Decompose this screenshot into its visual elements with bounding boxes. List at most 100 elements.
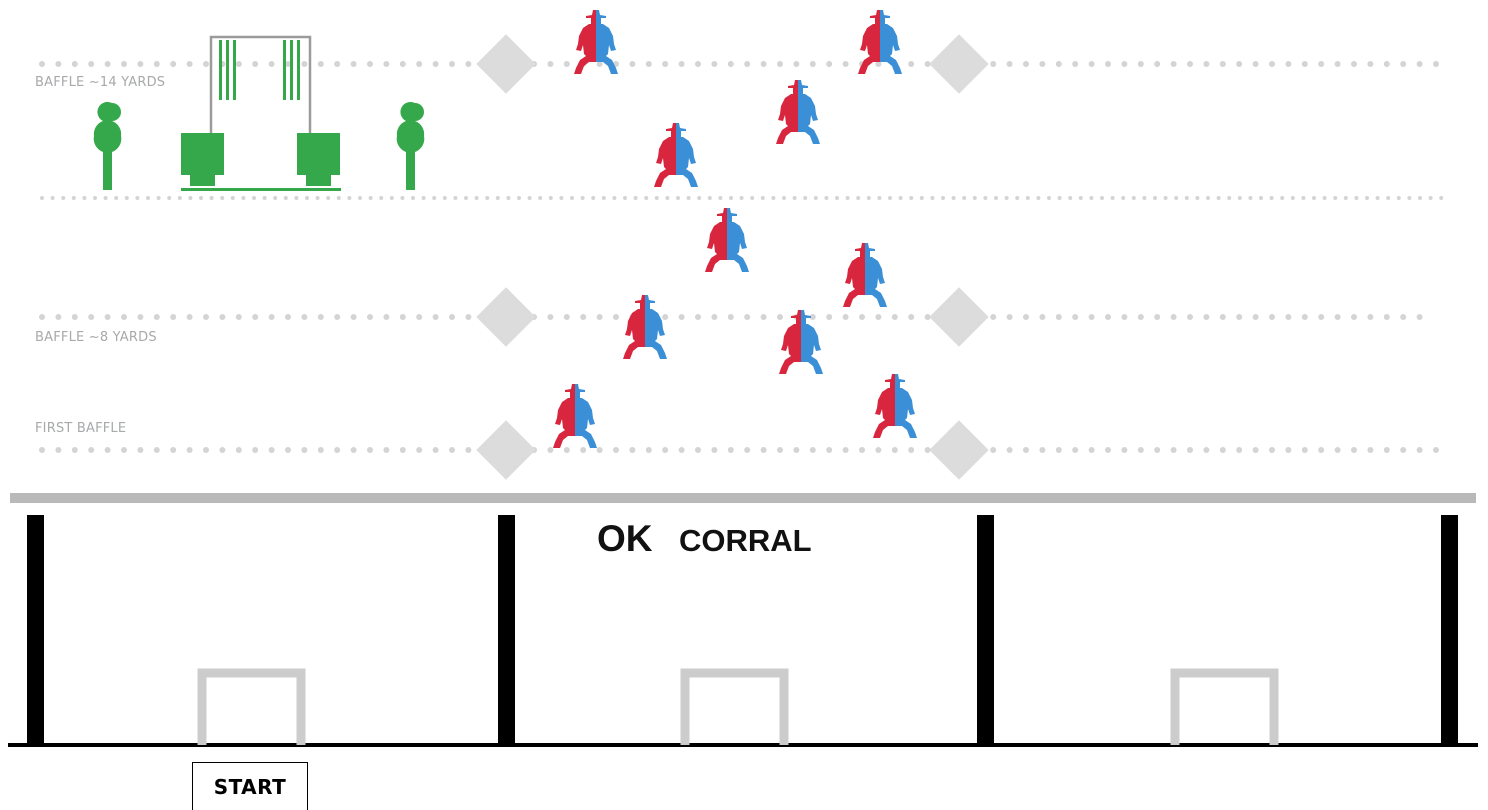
baffle-dot xyxy=(146,196,150,200)
baffle-dot xyxy=(1351,61,1357,67)
baffle-marker xyxy=(929,287,988,346)
cowboy-target xyxy=(779,310,823,374)
baffle-dot xyxy=(1121,447,1127,453)
baffle-dot xyxy=(679,61,685,67)
baffle-dot xyxy=(803,196,807,200)
baffle-dot xyxy=(875,447,881,453)
baffle-dot xyxy=(867,196,871,200)
baffle-dot xyxy=(1333,196,1337,200)
baffle-dot xyxy=(711,447,717,453)
baffle-dot xyxy=(72,61,78,67)
baffle-dot xyxy=(613,447,619,453)
baffle-dot xyxy=(859,314,865,320)
green-plate-target xyxy=(297,133,340,186)
baffle-dot xyxy=(104,196,108,200)
baffle-dot xyxy=(285,447,291,453)
baffle-dot xyxy=(358,196,362,200)
baffle-dot xyxy=(1238,196,1242,200)
baffle-dot xyxy=(1023,314,1029,320)
baffle-dot xyxy=(1302,61,1308,67)
baffle-dot xyxy=(334,314,340,320)
baffle-dot xyxy=(1072,314,1078,320)
baffle-dot xyxy=(400,314,406,320)
baffle-dot xyxy=(269,314,275,320)
baffle-dot xyxy=(629,61,635,67)
cowboy-target xyxy=(843,243,887,307)
first-baffle-label: FIRST BAFFLE xyxy=(35,421,126,436)
baffle-dot xyxy=(846,196,850,200)
baffle-dot xyxy=(1253,61,1259,67)
baffle-dot xyxy=(591,196,595,200)
baffle-dot xyxy=(316,196,320,200)
baffle-dot xyxy=(411,196,415,200)
baffle-dot xyxy=(1089,61,1095,67)
baffle-dot xyxy=(1248,196,1252,200)
baffle-dot xyxy=(1376,196,1380,200)
green-plate-target xyxy=(181,133,224,186)
baffle-dot xyxy=(1203,314,1209,320)
baffle-dot xyxy=(400,196,404,200)
baffle-dot xyxy=(679,447,685,453)
baffle-dot xyxy=(1270,196,1274,200)
baffle-dot xyxy=(1056,447,1062,453)
baffle-dot xyxy=(326,196,330,200)
baffle-dot xyxy=(1418,196,1422,200)
baffle-dot xyxy=(695,314,701,320)
baffle-dot xyxy=(39,61,45,67)
plate-rack-frame xyxy=(211,37,310,133)
baffle-dot xyxy=(629,447,635,453)
baffle-marker xyxy=(929,34,988,93)
baffle-dot xyxy=(952,196,956,200)
baffle-dot xyxy=(782,196,786,200)
baffle-dot xyxy=(718,196,722,200)
baffle-dot xyxy=(121,314,127,320)
baffle-dot xyxy=(973,196,977,200)
baffle-dot xyxy=(1285,61,1291,67)
cowboy-target xyxy=(776,80,820,144)
baffle-dot xyxy=(318,61,324,67)
baffle-dot xyxy=(1236,447,1242,453)
baffle-dot xyxy=(1056,61,1062,67)
baffle-dot xyxy=(1039,447,1045,453)
baffle-dot xyxy=(761,447,767,453)
baffle-dot xyxy=(188,196,192,200)
baffle-dot xyxy=(105,447,111,453)
baffle-dot xyxy=(187,447,193,453)
cowboy-target xyxy=(705,208,749,272)
green-silhouette-target xyxy=(94,102,122,190)
baffle-dot xyxy=(662,314,668,320)
baffle-dot xyxy=(1400,314,1406,320)
corral-top-wall xyxy=(10,493,1476,503)
baffle-dot xyxy=(1400,447,1406,453)
baffle-dot xyxy=(88,314,94,320)
baffle-dot xyxy=(449,61,455,67)
baffle-dot xyxy=(1354,196,1358,200)
baffle-dot xyxy=(1253,447,1259,453)
baffle-dot xyxy=(154,447,160,453)
baffle-dot xyxy=(634,196,638,200)
baffle-dot xyxy=(877,196,881,200)
baffle-dot xyxy=(284,196,288,200)
baffle-dot xyxy=(432,196,436,200)
baffle-dot xyxy=(1384,61,1390,67)
table xyxy=(685,673,784,745)
cowboy-target xyxy=(873,374,917,438)
baffle-dot xyxy=(1407,196,1411,200)
baffle-marker xyxy=(929,420,988,479)
baffle-dot xyxy=(744,61,750,67)
baffle-dot xyxy=(219,447,225,453)
baffle-dot xyxy=(369,196,373,200)
baffle-dot xyxy=(564,314,570,320)
baffle-dot xyxy=(496,196,500,200)
baffle-dot xyxy=(137,447,143,453)
baffle-dot xyxy=(154,314,160,320)
baffle-dot xyxy=(1100,196,1104,200)
tables xyxy=(202,673,1274,745)
baffle-dot xyxy=(687,196,691,200)
baffle-dot xyxy=(1236,314,1242,320)
baffle-dot xyxy=(793,61,799,67)
baffle-dot xyxy=(1153,196,1157,200)
corral-title-name: CORRAL xyxy=(679,523,812,559)
baffle-dot xyxy=(236,447,242,453)
green-silhouette-target xyxy=(397,102,425,190)
